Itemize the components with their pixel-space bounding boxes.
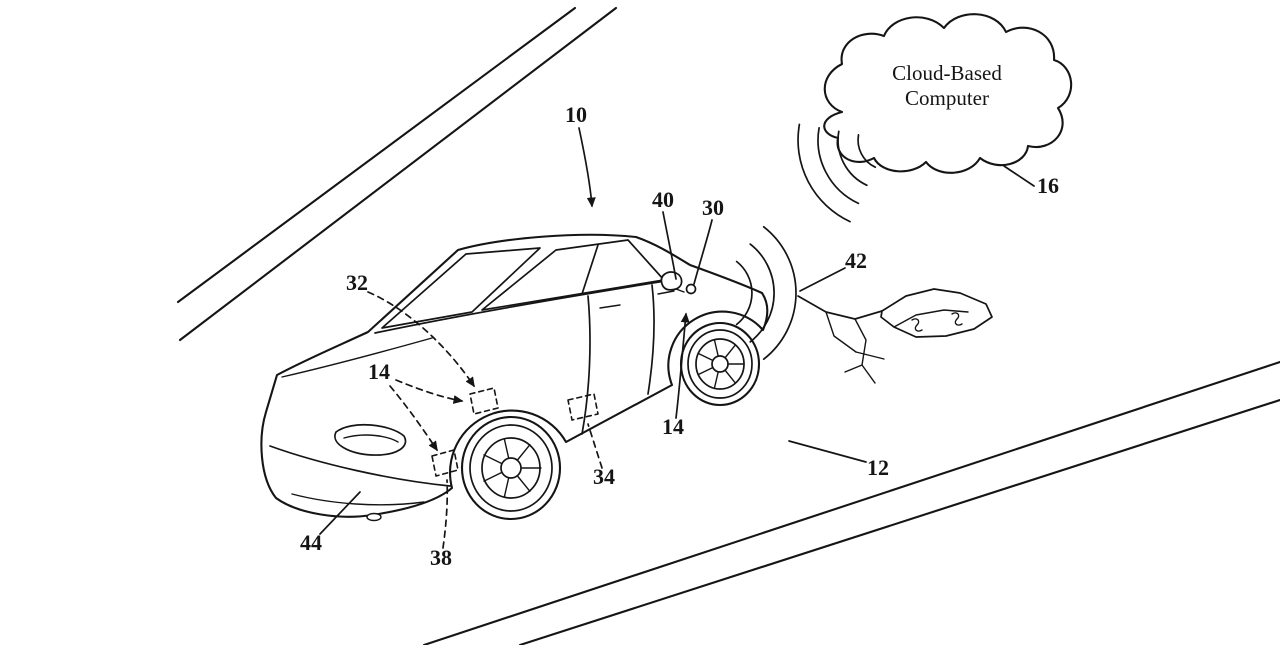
road-far-edge-line-outer (176, 6, 577, 304)
cloud-computer: Cloud-Based Computer (823, 13, 1073, 174)
cloud-wave-2 (837, 130, 868, 187)
crack-branch-3 (855, 351, 885, 360)
road-near-edge-line-outer (518, 398, 1280, 645)
leader-lines (319, 127, 1035, 549)
b-pillar (581, 244, 599, 295)
road-near-edge-line-inner (422, 360, 1280, 645)
cloud-wave-1 (857, 133, 877, 169)
taillight (334, 423, 407, 456)
front-tire-inner (687, 329, 753, 399)
front-spokes (697, 339, 745, 389)
ref-label-32: 32 (346, 270, 368, 295)
vehicle (260, 233, 769, 522)
side-mirror (660, 271, 683, 291)
leader-44 (319, 491, 361, 535)
rear-tire (460, 415, 562, 521)
ref-label-10: 10 (565, 102, 587, 127)
road-damage (797, 288, 993, 384)
leader-16 (1003, 165, 1035, 187)
leader-40 (662, 211, 677, 280)
bumper-lower-crease (291, 493, 425, 506)
leader-34 (587, 423, 603, 469)
crack-branch-2 (854, 318, 876, 384)
patch-hatch-1 (911, 318, 923, 332)
door-handle-front (657, 290, 675, 295)
door-sensor-box (567, 393, 599, 421)
sensor-modules (431, 387, 599, 477)
side-windows (481, 239, 665, 311)
front-wheel (679, 321, 761, 407)
sensor-wave-3 (762, 225, 797, 361)
road (176, 6, 1280, 645)
rear-tire-inner (469, 424, 553, 512)
ref-label-16: 16 (1037, 173, 1059, 198)
cloud-shape (823, 13, 1073, 174)
trunk-lid-edge (281, 337, 433, 378)
front-hub (711, 355, 729, 373)
ref-label-30: 30 (702, 195, 724, 220)
crack-main (797, 295, 883, 320)
leader-42 (799, 267, 846, 292)
ref-label-14-rear: 14 (368, 359, 390, 384)
ref-label-34: 34 (593, 464, 615, 489)
sensor-wave-1 (735, 260, 753, 326)
ref-label-42: 42 (845, 248, 867, 273)
leader-32 (367, 291, 475, 388)
ref-label-14-front: 14 (662, 414, 684, 439)
bumper-top-crease (269, 445, 451, 487)
crack-branch-1 (825, 311, 857, 353)
mirror-arm (675, 288, 685, 293)
reference-labels: 10 40 30 32 14 14 34 38 44 12 42 16 (300, 102, 1059, 570)
rear-window (381, 247, 541, 329)
door-seam-front (647, 284, 655, 395)
door-handle-rear (599, 304, 621, 309)
door-seam-rear (581, 295, 591, 435)
ref-label-44: 44 (300, 530, 322, 555)
leader-12 (788, 440, 867, 463)
leader-14-lower (389, 385, 438, 452)
rear-hub (500, 457, 522, 479)
rear-wheel (460, 415, 562, 521)
exhaust-tip (366, 512, 382, 522)
cloud-wave-3 (817, 126, 860, 205)
patch-hatch-2 (951, 312, 963, 326)
cloud-label-line1: Cloud-Based (892, 61, 1002, 85)
beltline (374, 280, 666, 334)
cloud-wave-4 (797, 123, 851, 223)
ref-label-40: 40 (652, 187, 674, 212)
cloud-label-line2: Computer (905, 86, 989, 110)
leader-30 (693, 219, 713, 285)
front-tire (679, 321, 761, 407)
crack-branch-4 (844, 364, 863, 373)
ref-label-12: 12 (867, 455, 889, 480)
lower-sensor-box (431, 449, 459, 477)
leader-10 (578, 127, 596, 208)
rear-spokes (483, 438, 542, 498)
radio-waves (735, 123, 877, 361)
ref-label-38: 38 (430, 545, 452, 570)
leader-38 (442, 479, 449, 549)
leader-14-front (675, 312, 690, 419)
road-far-edge-line-inner (178, 6, 618, 342)
damage-patch (880, 288, 993, 338)
taillight-detail (343, 434, 399, 443)
patch-inner-line (893, 309, 969, 328)
sensor-wave-2 (749, 243, 775, 343)
deck-sensor-box (469, 387, 499, 415)
front-sensor-dot (685, 283, 697, 295)
